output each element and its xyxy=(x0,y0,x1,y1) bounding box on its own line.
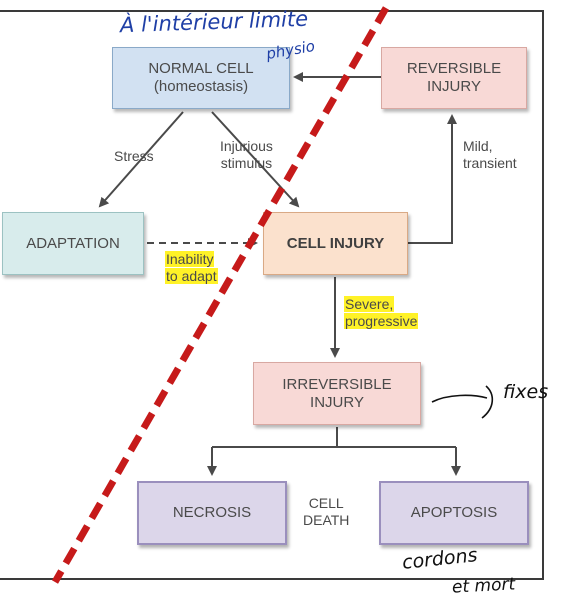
label-injurious-stimulus: Injurious stimulus xyxy=(220,138,273,171)
label-cell-death: CELL DEATH xyxy=(303,495,350,528)
node-normal-cell: NORMAL CELL (homeostasis) xyxy=(112,47,290,109)
node-apoptosis: APOPTOSIS xyxy=(379,481,529,545)
arrow-mild-transient xyxy=(408,114,457,244)
node-necrosis: NECROSIS xyxy=(137,481,287,545)
node-reversible-injury: REVERSIBLE INJURY xyxy=(381,47,527,109)
label-inability-to-adapt: Inability to adapt xyxy=(165,251,218,284)
node-irreversible-injury: IRREVERSIBLE INJURY xyxy=(253,362,421,425)
handwritten-bottom-line2: et mort xyxy=(451,574,516,598)
label-severe-progressive: Severe, progressive xyxy=(344,296,419,329)
label-stress: Stress xyxy=(114,148,154,164)
handwritten-fixes: fixes xyxy=(503,381,549,403)
node-cell-injury: CELL INJURY xyxy=(263,212,408,275)
node-adaptation: ADAPTATION xyxy=(2,212,144,275)
label-mild-transient: Mild, transient xyxy=(463,138,517,171)
arrow-stress xyxy=(98,111,184,208)
